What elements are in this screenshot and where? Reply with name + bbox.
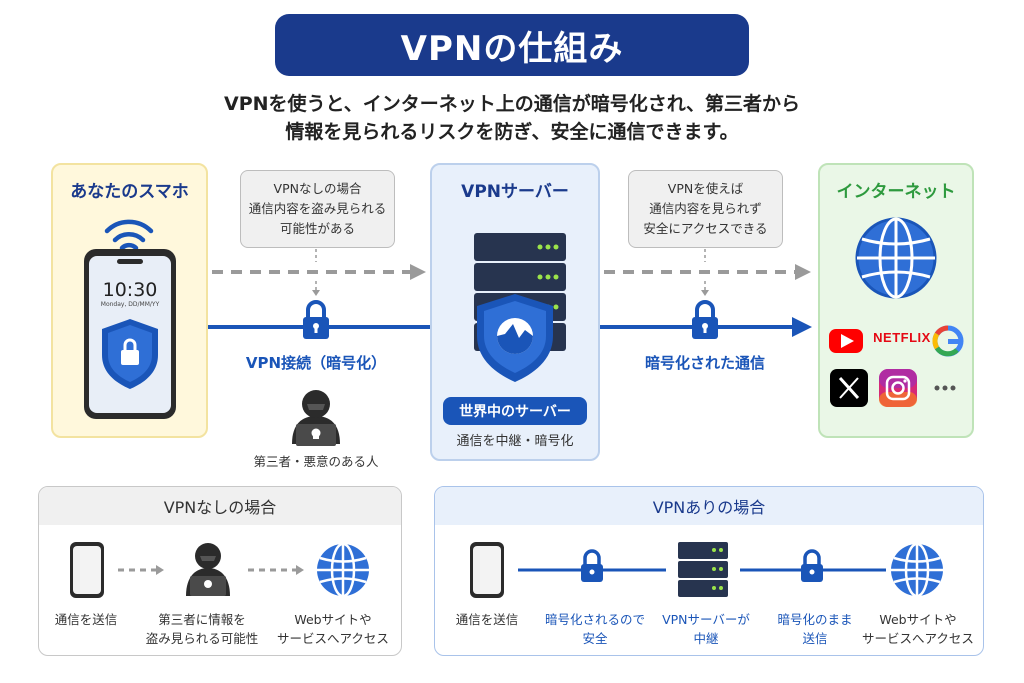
server-rack-icon [678,542,728,597]
subtitle-line-2: 情報を見られるリスクを防ぎ、安全に通信できます。 [285,121,739,143]
label-line: 暗号化されるので [544,612,645,627]
with-vpn-flow [470,542,943,598]
x-icon [830,369,868,407]
with-step-encrypted: 暗号化されるので 安全 [535,610,655,648]
hacker-label: 第三者・悪意のある人 [253,454,379,469]
note-without-line-2: 通信内容を盗み見られる [248,201,387,216]
vpn-tunnel-arrow-right [582,317,812,337]
smartphone-illustration [84,219,176,419]
shield-lock-icon [102,319,158,389]
label-line: 第三者に情報を [158,612,246,627]
comparison-without-vpn-header: VPNなしの場合 [39,487,401,525]
instagram-icon [879,369,917,407]
globe-icon [317,542,369,598]
with-step-access: Webサイトや サービスへアクセス [856,610,980,648]
phone-icon [70,542,104,598]
note-without-line-3: 可能性がある [279,221,355,236]
dashed-arrow-unencrypted-left [212,249,426,296]
internet-illustration [829,217,964,407]
label-line: Webサイトや [294,612,372,627]
note-with-vpn: VPNを使えば 通信内容を見られず 安全にアクセスできる [628,170,783,248]
page-title: VPNの仕組み [275,14,749,76]
note-without-line-1: VPNなしの場合 [273,181,362,196]
subtitle-line-1: VPNを使うと、インターネット上の通信が暗号化され、第三者から [224,93,800,115]
server-caption: 通信を中継・暗号化 [456,434,574,449]
with-step-forward: 暗号化のまま 送信 [760,610,870,648]
lock-icon [692,300,718,339]
wifi-icon [104,219,154,258]
google-icon [932,325,964,357]
label-line: 暗号化のまま [777,612,853,627]
note-with-line-2: 通信内容を見られず [649,201,762,216]
lock-icon [303,300,329,339]
phone-date: Monday, DD/MM/YY [100,301,160,308]
label-line: Webサイトや [879,612,957,627]
label-line: 送信 [802,631,828,646]
netflix-logo: NETFLIX [873,330,931,345]
without-step-access: Webサイトや サービスへアクセス [268,610,398,648]
hacker-icon [292,390,340,446]
label-line: 盗み見られる可能性 [145,631,259,646]
with-step-relay: VPNサーバーが 中継 [648,610,764,648]
shield-mountain-icon [477,294,553,382]
globe-icon [855,217,937,299]
globe-icon [891,542,943,598]
server-illustration [474,233,566,382]
label-line: 通信を送信 [54,612,118,627]
vpn-connection-label: VPN接続（暗号化） [245,354,387,372]
lock-icon [801,549,823,582]
more-icon [934,385,956,391]
worldwide-servers-badge: 世界中のサーバー [443,397,587,425]
phone-time: 10:30 [102,279,158,301]
label-line: 中継 [693,631,719,646]
subtitle: VPNを使うと、インターネット上の通信が暗号化され、第三者から 情報を見られるリ… [120,90,904,146]
smartphone-panel-title: あなたのスマホ [70,182,189,202]
without-step-intercept: 第三者に情報を 盗み見られる可能性 [142,610,262,648]
internet-panel-title: インターネット [836,182,956,202]
vpn-tunnel-arrow-left [208,317,460,337]
phone-icon [470,542,504,598]
comparison-with-vpn-header: VPNありの場合 [435,487,983,525]
with-step-send: 通信を送信 [442,610,532,629]
label-line: 通信を送信 [455,612,519,627]
label-line: サービスへアクセス [862,631,974,646]
label-line: サービスへアクセス [277,631,389,646]
label-line: VPNサーバーが [662,612,750,627]
without-vpn-flow [70,542,369,598]
lock-icon [581,549,603,582]
dashed-arrow-unencrypted-right [604,249,811,296]
without-step-send: 通信を送信 [38,610,134,629]
hacker-icon [186,543,230,596]
youtube-icon [829,329,863,353]
note-without-vpn: VPNなしの場合 通信内容を盗み見られる 可能性がある [240,170,395,248]
encrypted-traffic-label: 暗号化された通信 [644,354,765,372]
note-with-line-3: 安全にアクセスできる [643,221,768,236]
note-with-line-1: VPNを使えば [667,181,744,196]
vpn-server-panel-title: VPNサーバー [461,182,569,202]
label-line: 安全 [582,631,608,646]
